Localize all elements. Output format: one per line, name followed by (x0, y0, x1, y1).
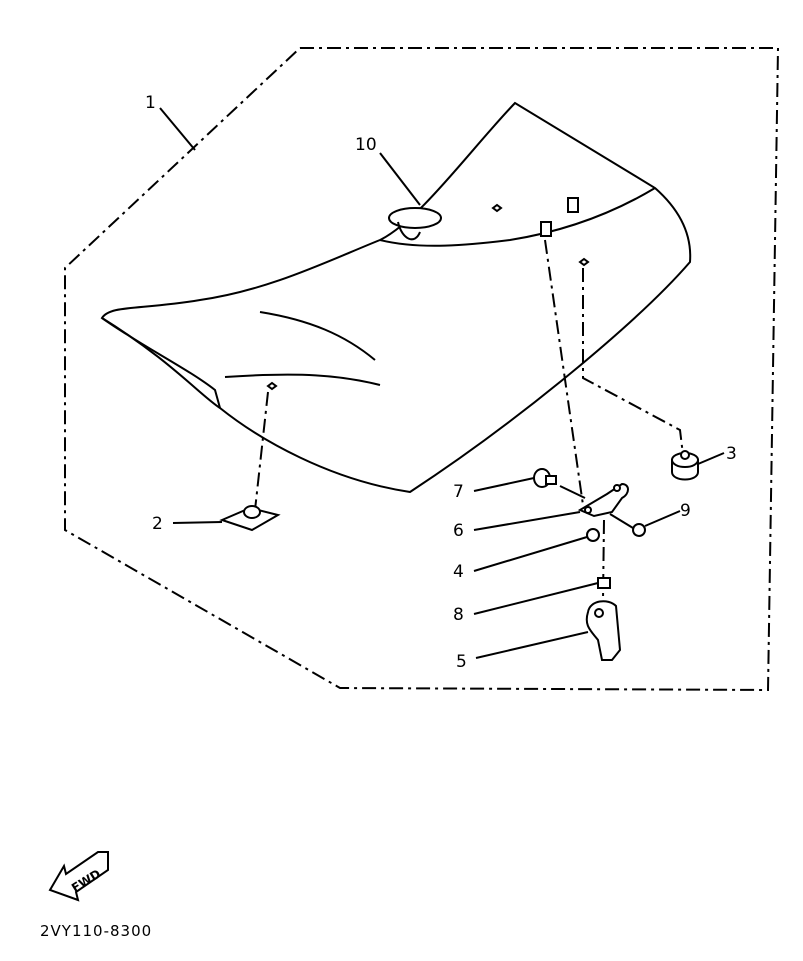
spring-part-8 (597, 577, 611, 589)
callout-7: 7 (453, 482, 464, 502)
callout-6: 6 (453, 521, 464, 541)
seat-lock-part-5 (585, 600, 622, 661)
damper-part-3 (671, 450, 699, 481)
guide-line (544, 239, 584, 506)
callout-3: 3 (726, 444, 737, 464)
bracket-part-6 (577, 482, 629, 518)
assembly-boundary (64, 47, 780, 692)
callout-9: 9 (680, 501, 691, 521)
callout-8: 8 (453, 605, 464, 625)
part-code: 2VY110-8300 (40, 922, 152, 940)
nut-part-9 (632, 523, 646, 537)
guide-line (254, 391, 269, 511)
callout-5: 5 (456, 652, 467, 672)
callout-10: 10 (355, 135, 377, 155)
guide-line (582, 268, 684, 456)
nut-part-4 (586, 528, 600, 542)
bolt-part-7 (533, 468, 557, 488)
seat-part-1 (100, 101, 692, 494)
callout-4: 4 (453, 562, 464, 582)
plate-part-2 (219, 505, 281, 532)
forward-arrow-icon: FWD (48, 851, 109, 902)
callout-1: 1 (145, 93, 156, 113)
callout-2: 2 (152, 514, 163, 534)
